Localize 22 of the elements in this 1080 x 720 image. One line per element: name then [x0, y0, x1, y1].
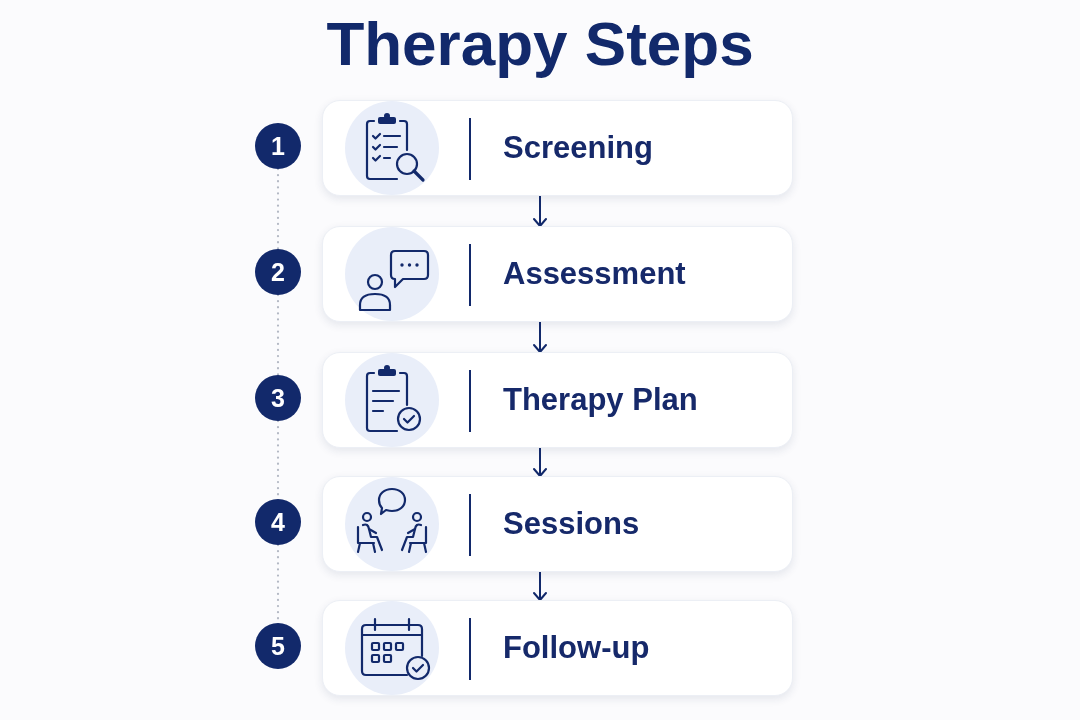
- step-label: Screening: [503, 129, 653, 167]
- dotted-line: [276, 293, 280, 377]
- step-card: [322, 352, 793, 448]
- step-label: Therapy Plan: [503, 381, 698, 419]
- step-label: Sessions: [503, 505, 640, 543]
- arrow: [533, 321, 547, 353]
- dotted-line: [276, 167, 280, 251]
- step-number-circle: 5: [255, 623, 301, 669]
- step-label: Follow-up: [503, 629, 650, 667]
- title: Therapy Steps: [325, 8, 755, 80]
- step-card: [322, 600, 793, 696]
- step-number-circle: 3: [255, 375, 301, 421]
- arrow: [533, 447, 547, 477]
- step-number-circle: 1: [255, 123, 301, 169]
- step-card: [322, 476, 793, 572]
- step-card: [322, 226, 793, 322]
- step-number-circle: 2: [255, 249, 301, 295]
- step-number-circle: 4: [255, 499, 301, 545]
- step-label: Assessment: [503, 255, 686, 293]
- arrow: [533, 571, 547, 601]
- arrow: [533, 195, 547, 227]
- step-card: [322, 100, 793, 196]
